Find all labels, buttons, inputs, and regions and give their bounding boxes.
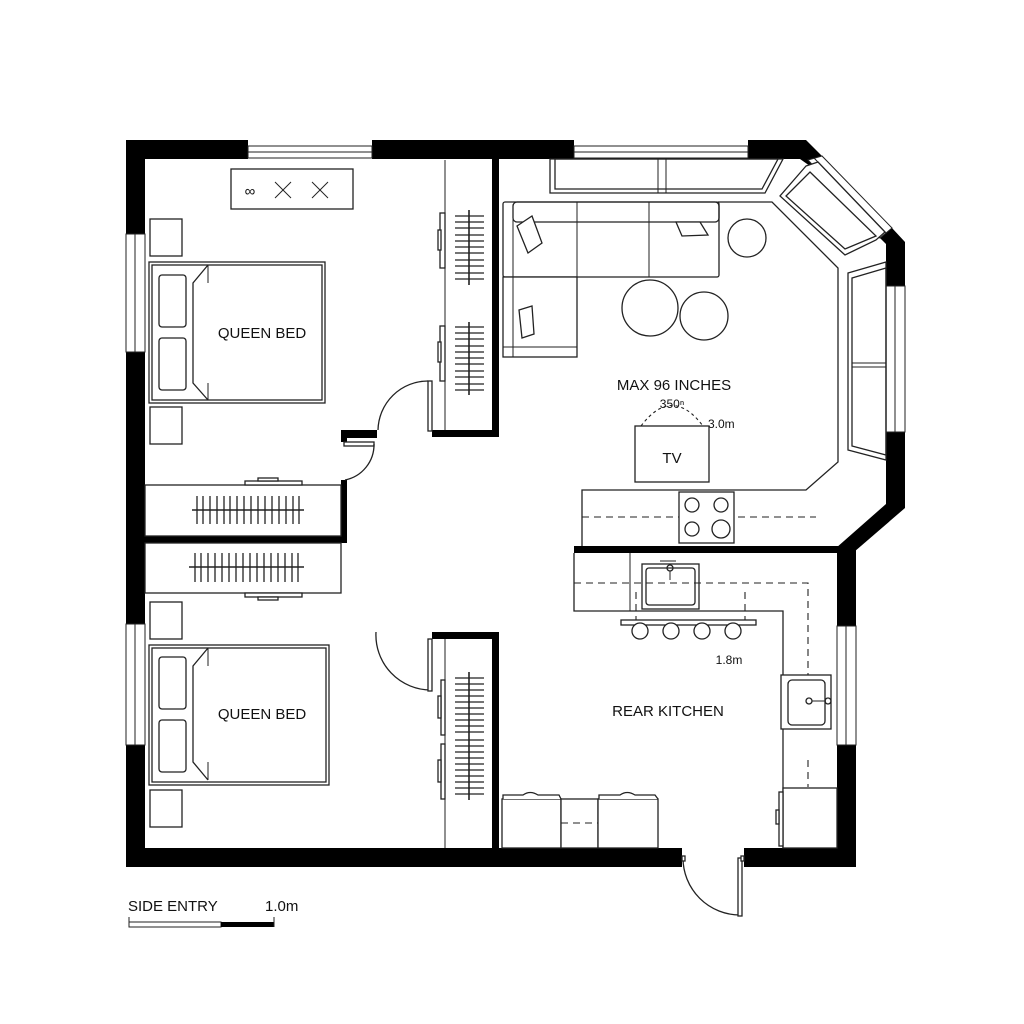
counter: [582, 491, 816, 544]
bedroom-1: ∞ QUEEN BED: [144, 160, 484, 537]
tv-label: TV: [662, 450, 681, 467]
dresser: ∞: [230, 168, 354, 210]
queen-bed: QUEEN BED: [148, 644, 330, 786]
coffee-table: [621, 279, 679, 337]
side-table: [727, 218, 767, 258]
kitchen-sink: [641, 560, 700, 610]
rear-entry-door[interactable]: [681, 855, 745, 917]
tv: MAX 96 INCHES 350ⁿ 3.0m TV: [617, 377, 735, 483]
nightstand: [149, 218, 183, 257]
bedroom-1-door[interactable]: [343, 441, 375, 481]
exterior-walls: [126, 140, 905, 867]
kitchen-dimension: 1.8m: [716, 653, 743, 667]
kitchen-label: REAR KITCHEN: [612, 703, 724, 720]
closet: [437, 639, 484, 848]
tv-dimension: 3.0m: [708, 417, 735, 431]
pendant-lights: [620, 619, 757, 640]
nightstand: [149, 789, 183, 828]
window-bench: [549, 158, 887, 461]
scale-length: 1.0m: [265, 898, 298, 915]
queen-bed: QUEEN BED: [148, 261, 326, 404]
wardrobe: [144, 477, 342, 537]
sectional-sofa: [502, 201, 720, 358]
wardrobe: [144, 542, 342, 601]
closet: [437, 160, 484, 430]
bed-label: QUEEN BED: [218, 706, 307, 723]
appliances: [501, 791, 659, 849]
bedroom-2-door[interactable]: [375, 631, 433, 692]
scale-bar: SIDE ENTRY 1.0m: [128, 898, 298, 928]
rear-kitchen: 1.8m REAR KITCHEN: [501, 553, 838, 917]
closet-door[interactable]: [377, 380, 433, 432]
interior-walls: [145, 159, 840, 848]
nightstand: [149, 601, 183, 640]
bedroom-2: QUEEN BED: [144, 542, 484, 848]
side-sink: [780, 674, 832, 730]
nightstand: [149, 406, 183, 445]
cooktop: [678, 491, 735, 544]
tv-size-note: MAX 96 INCHES: [617, 377, 731, 394]
coffee-table: [679, 291, 729, 341]
refrigerator: [775, 787, 838, 849]
dresser-icon-1: ∞: [245, 183, 256, 200]
bed-label: QUEEN BED: [218, 325, 307, 342]
living-area: MAX 96 INCHES 350ⁿ 3.0m TV: [502, 158, 887, 546]
tv-arc-dimension: 350ⁿ: [660, 397, 684, 411]
side-entry-label: SIDE ENTRY: [128, 898, 218, 915]
